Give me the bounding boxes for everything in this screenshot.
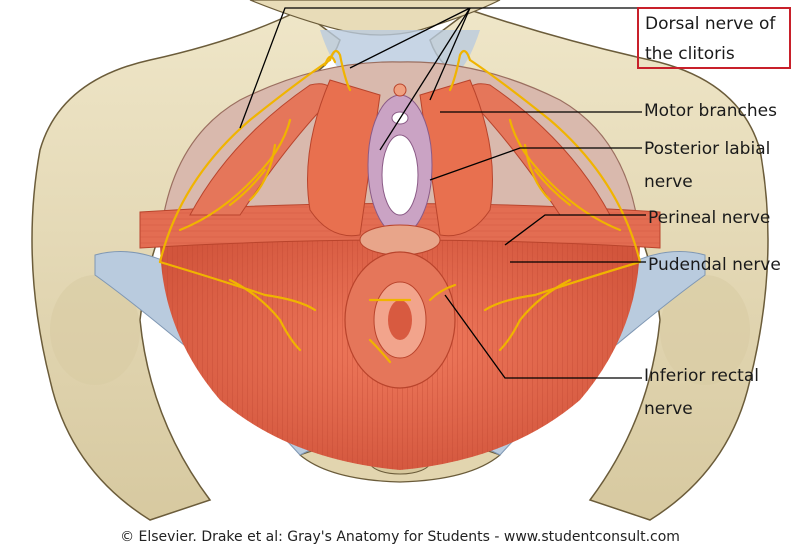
label-dorsal-nerve-of-clitoris: Dorsal nerve of the clitoris xyxy=(637,7,791,69)
label-perineal-nerve: Perineal nerve xyxy=(648,208,771,228)
pudendal-nerve-branches xyxy=(158,49,642,364)
label-inferior-rectal-line2: nerve xyxy=(644,399,693,419)
label-dorsal-nerve-line2: the clitoris xyxy=(645,44,735,64)
label-posterior-labial-line2: nerve xyxy=(644,172,693,192)
leader-lines xyxy=(239,7,646,379)
label-dorsal-nerve-line1: Dorsal nerve of xyxy=(645,14,776,34)
label-posterior-labial-nerve: Posterior labial nerve xyxy=(644,133,770,199)
label-inferior-rectal-nerve: Inferior rectal nerve xyxy=(644,360,759,426)
label-inferior-rectal-line1: Inferior rectal xyxy=(644,366,759,386)
copyright-credit: © Elsevier. Drake et al: Gray's Anatomy … xyxy=(0,524,800,550)
label-pudendal-nerve: Pudendal nerve xyxy=(648,255,781,275)
label-posterior-labial-line1: Posterior labial xyxy=(644,139,771,159)
label-motor-branches: Motor branches xyxy=(644,101,777,121)
